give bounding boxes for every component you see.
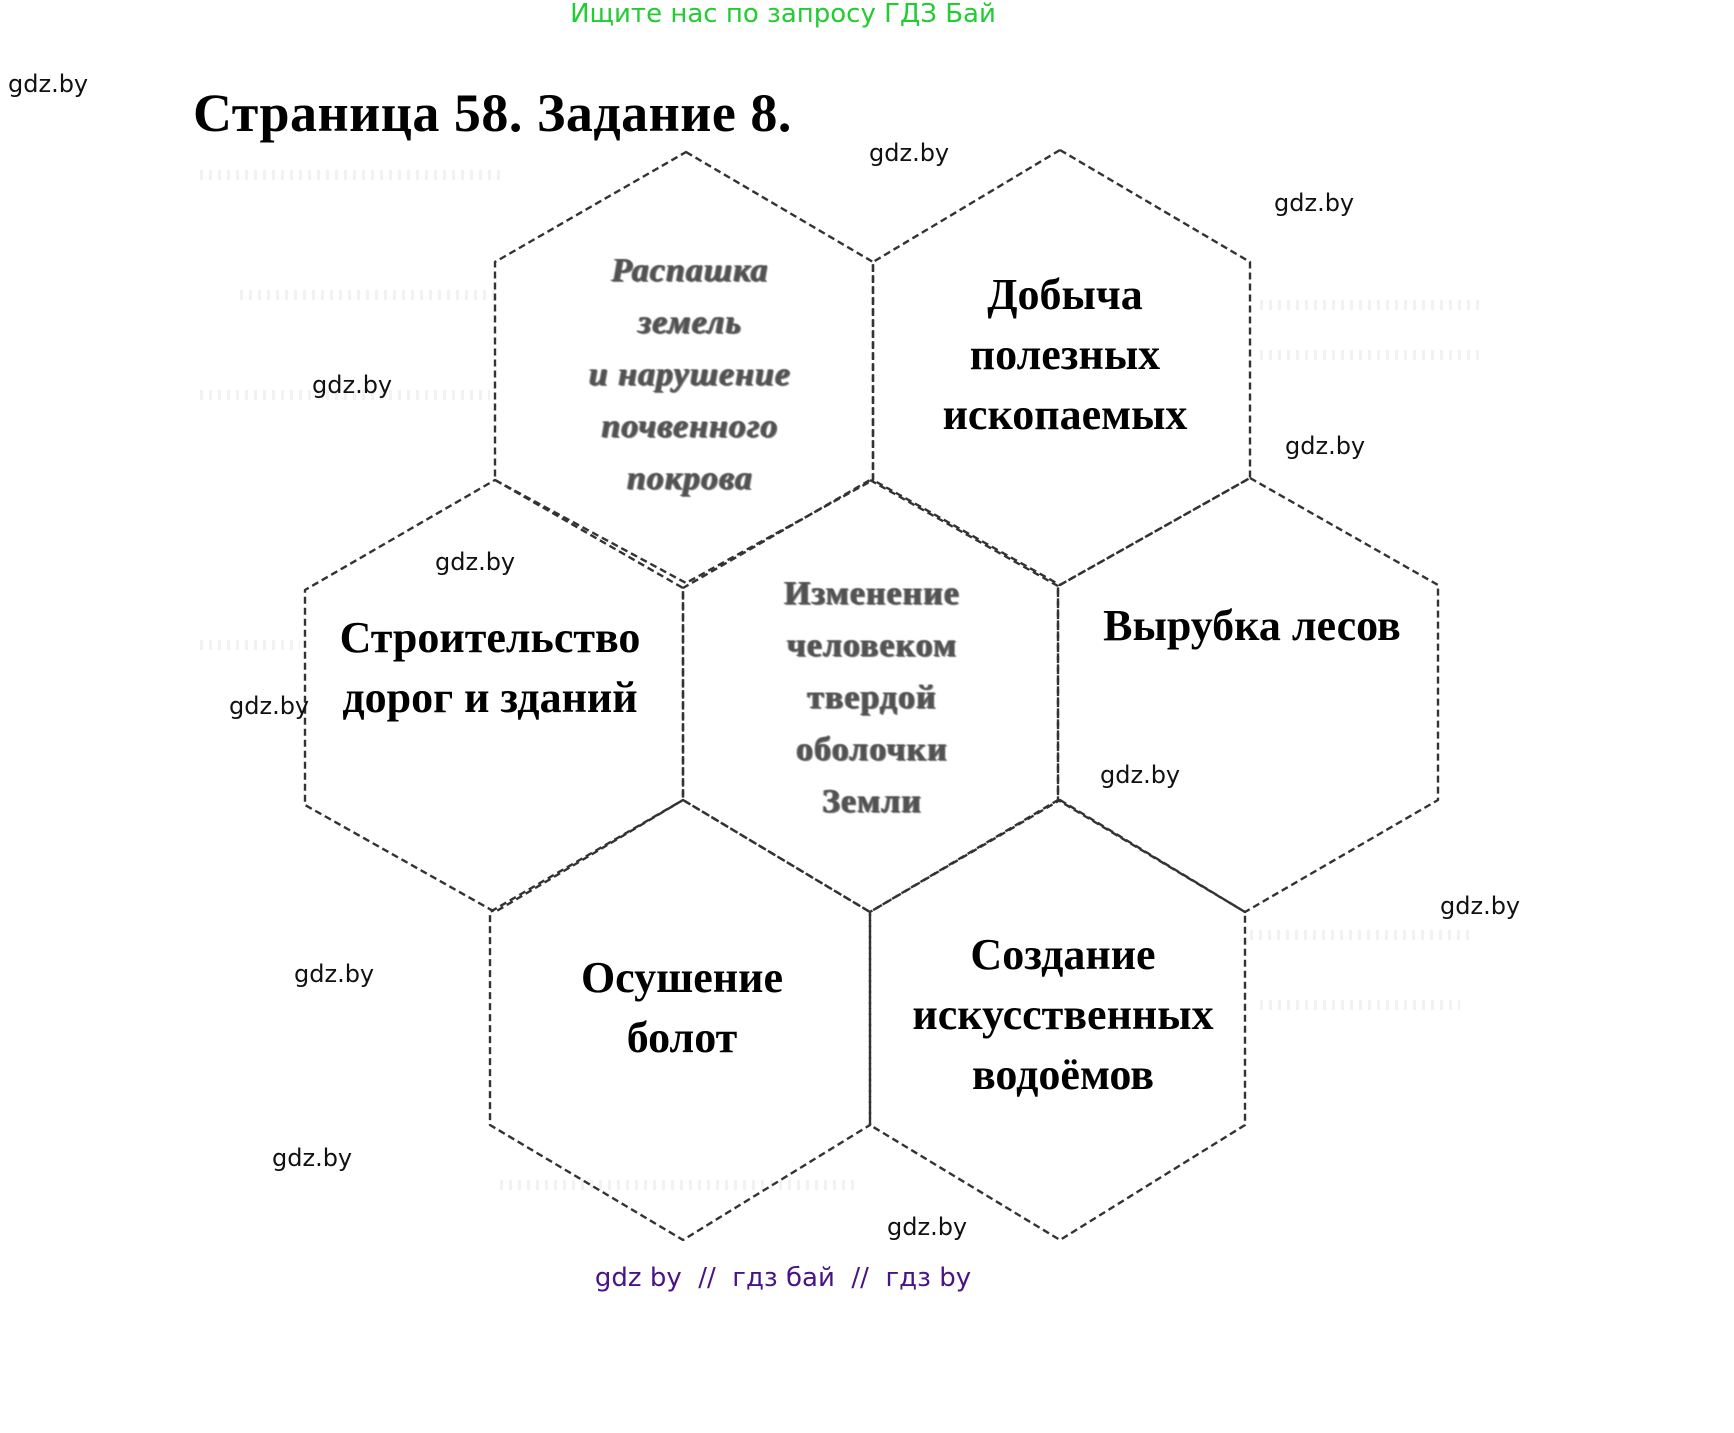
hex-top-right: [871, 148, 1252, 587]
watermark: gdz.by: [869, 139, 950, 167]
watermark: gdz.by: [1285, 432, 1366, 460]
footer-links: gdz by // гдз бай // гдз by: [594, 1263, 972, 1293]
hex-label-middle-left: Строительство дорог и зданий: [339, 613, 641, 722]
hex-top-left: [493, 150, 875, 585]
hex-label-top-left: Распашка земель и нарушение почвенного п…: [588, 252, 792, 497]
scan-artifact: [500, 1180, 860, 1190]
hex-center: [681, 478, 1060, 914]
hex-label-bottom-right: Создание искусственных водоёмов: [912, 930, 1214, 1099]
hex-middle-left: [303, 478, 685, 914]
hex-label-bottom-left: Осушение болот: [580, 953, 784, 1062]
scan-artifact: [200, 390, 490, 400]
hex-label-top-right: Добыча полезных ископаемых: [942, 270, 1188, 439]
hex-label-center: Изменение человеком твердой оболочки Зем…: [784, 575, 960, 820]
page-title: Страница 58. Задание 8.: [193, 83, 792, 143]
watermark: gdz.by: [294, 960, 375, 988]
watermark: gdz.by: [229, 692, 310, 720]
scan-artifact: [1250, 930, 1470, 940]
scan-artifact: [1260, 300, 1480, 310]
hex-label-middle-right: Вырубка лесов: [1103, 601, 1401, 650]
watermark: gdz.by: [1100, 761, 1181, 789]
scan-artifact: [200, 640, 300, 650]
scan-artifact: [240, 290, 500, 300]
watermark: gdz.by: [312, 371, 393, 399]
hex-bottom-left: [488, 798, 872, 1242]
watermark: gdz.by: [435, 548, 516, 576]
watermark: gdz.by: [272, 1144, 353, 1172]
watermark: gdz.by: [1274, 189, 1355, 217]
scan-artifact: [1260, 1000, 1460, 1010]
search-banner: Ищите нас по запросу ГДЗ Бай: [570, 0, 996, 29]
watermark: gdz.by: [1440, 892, 1521, 920]
scan-artifact: [200, 170, 500, 180]
watermark: gdz.by: [8, 70, 89, 98]
scan-artifact: [1260, 350, 1480, 360]
watermark: gdz.by: [887, 1213, 968, 1241]
hex-bottom-right: [868, 798, 1247, 1242]
hex-middle-right: [1056, 476, 1440, 914]
